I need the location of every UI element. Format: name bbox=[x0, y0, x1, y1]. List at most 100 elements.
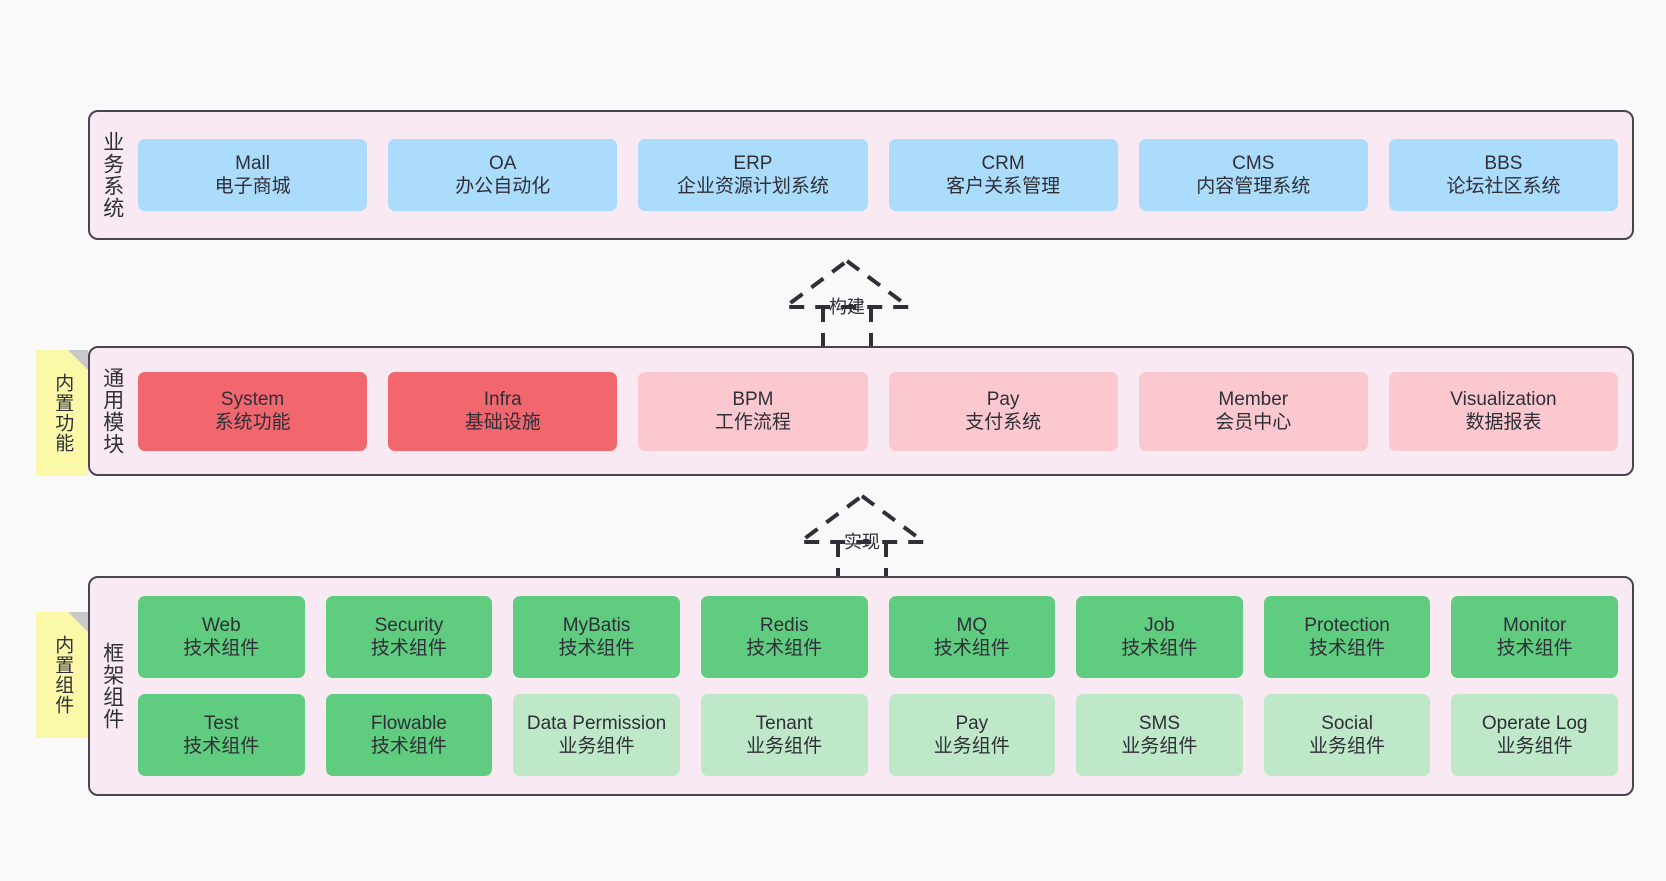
card-member[interactable]: Member 会员中心 bbox=[1138, 371, 1368, 451]
card-monitor[interactable]: Monitor 技术组件 bbox=[1451, 596, 1618, 678]
card-subtitle: 技术组件 bbox=[1309, 638, 1386, 659]
card-title: Tenant bbox=[755, 712, 813, 734]
card-bbs[interactable]: BBS 论坛社区系统 bbox=[1388, 139, 1619, 211]
layer-panel-framework: 框架组件 Web 技术组件 Security 技术组件 MyBatis 技术组件… bbox=[88, 576, 1634, 796]
layer-title-business: 业务系统 bbox=[100, 131, 124, 219]
card-title: Monitor bbox=[1503, 614, 1567, 636]
card-visualization[interactable]: Visualization 数据报表 bbox=[1388, 371, 1619, 451]
card-title: SMS bbox=[1138, 712, 1181, 734]
card-title: OA bbox=[489, 152, 517, 174]
card-title: CMS bbox=[1232, 152, 1275, 174]
card-tenant[interactable]: Tenant 业务组件 bbox=[700, 694, 868, 776]
card-subtitle: 技术组件 bbox=[370, 638, 447, 659]
card-subtitle: 办公自动化 bbox=[455, 176, 551, 197]
note-builtin-components: 内置组件 bbox=[36, 612, 88, 738]
card-subtitle: 电子商城 bbox=[214, 176, 291, 197]
card-bpm[interactable]: BPM 工作流程 bbox=[638, 371, 868, 451]
card-subtitle: 论坛社区系统 bbox=[1446, 176, 1561, 197]
card-cms[interactable]: CMS 内容管理系统 bbox=[1138, 139, 1368, 211]
card-flowable[interactable]: Flowable 技术组件 bbox=[325, 694, 493, 776]
card-subtitle: 技术组件 bbox=[1496, 638, 1573, 659]
layer-body-business: Mall 电子商城 OA 办公自动化 ERP 企业资源计划系统 CRM 客户关系… bbox=[134, 112, 1632, 238]
card-title: Infra bbox=[483, 388, 522, 410]
card-subtitle: 基础设施 bbox=[464, 412, 541, 433]
card-title: Mall bbox=[235, 152, 270, 174]
card-oa[interactable]: OA 办公自动化 bbox=[388, 139, 618, 211]
card-subtitle: 工作流程 bbox=[714, 412, 791, 433]
card-title: System bbox=[220, 388, 285, 410]
card-social[interactable]: Social 业务组件 bbox=[1263, 694, 1431, 776]
connector-build: 构建 bbox=[757, 255, 937, 357]
card-title: MyBatis bbox=[562, 614, 631, 636]
card-subtitle: 业务组件 bbox=[746, 736, 823, 757]
card-pay-business[interactable]: Pay 业务组件 bbox=[888, 694, 1056, 776]
card-mq[interactable]: MQ 技术组件 bbox=[888, 596, 1056, 678]
card-title: Social bbox=[1321, 712, 1373, 734]
card-subtitle: 内容管理系统 bbox=[1196, 176, 1311, 197]
card-redis[interactable]: Redis 技术组件 bbox=[700, 596, 868, 678]
card-system[interactable]: System 系统功能 bbox=[138, 371, 368, 451]
card-title: Test bbox=[203, 712, 239, 734]
card-erp[interactable]: ERP 企业资源计划系统 bbox=[638, 139, 868, 211]
layer-body-framework: Web 技术组件 Security 技术组件 MyBatis 技术组件 Redi… bbox=[134, 578, 1632, 794]
card-subtitle: 技术组件 bbox=[183, 736, 260, 757]
card-title: CRM bbox=[981, 152, 1025, 174]
layer-panel-business: 业务系统 Mall 电子商城 OA 办公自动化 ERP 企业资源计划系统 CRM… bbox=[88, 110, 1634, 240]
card-subtitle: 业务组件 bbox=[1309, 736, 1386, 757]
card-subtitle: 企业资源计划系统 bbox=[676, 176, 829, 197]
card-mall[interactable]: Mall 电子商城 bbox=[138, 139, 368, 211]
card-subtitle: 技术组件 bbox=[1121, 638, 1198, 659]
card-pay[interactable]: Pay 支付系统 bbox=[888, 371, 1118, 451]
card-subtitle: 客户关系管理 bbox=[946, 176, 1061, 197]
card-title: MQ bbox=[956, 614, 988, 636]
card-title: Security bbox=[374, 614, 444, 636]
card-row: System 系统功能 Infra 基础设施 BPM 工作流程 Pay 支付系统… bbox=[138, 371, 1619, 451]
card-subtitle: 业务组件 bbox=[558, 736, 635, 757]
card-title: BPM bbox=[732, 388, 774, 410]
card-title: Pay bbox=[955, 712, 989, 734]
note-text: 内置组件 bbox=[52, 635, 74, 715]
layer-title-framework: 框架组件 bbox=[100, 642, 124, 730]
card-subtitle: 技术组件 bbox=[370, 736, 447, 757]
note-builtin-features: 内置功能 bbox=[36, 350, 88, 476]
layer-title-common: 通用模块 bbox=[100, 367, 124, 455]
card-job[interactable]: Job 技术组件 bbox=[1076, 596, 1243, 678]
card-subtitle: 技术组件 bbox=[183, 638, 260, 659]
card-data-permission[interactable]: Data Permission 业务组件 bbox=[513, 694, 680, 776]
card-mybatis[interactable]: MyBatis 技术组件 bbox=[513, 596, 680, 678]
card-web[interactable]: Web 技术组件 bbox=[138, 596, 305, 678]
card-subtitle: 技术组件 bbox=[746, 638, 823, 659]
card-subtitle: 数据报表 bbox=[1465, 412, 1542, 433]
card-infra[interactable]: Infra 基础设施 bbox=[388, 371, 618, 451]
card-sms[interactable]: SMS 业务组件 bbox=[1076, 694, 1243, 776]
card-title: ERP bbox=[733, 152, 773, 174]
layer-body-common: System 系统功能 Infra 基础设施 BPM 工作流程 Pay 支付系统… bbox=[134, 348, 1632, 474]
card-title: Flowable bbox=[370, 712, 447, 734]
card-title: Data Permission bbox=[526, 712, 667, 734]
card-subtitle: 技术组件 bbox=[933, 638, 1010, 659]
card-subtitle: 系统功能 bbox=[214, 412, 291, 433]
connector-label: 构建 bbox=[829, 297, 865, 317]
card-row: Web 技术组件 Security 技术组件 MyBatis 技术组件 Redi… bbox=[138, 596, 1618, 678]
card-title: Pay bbox=[986, 388, 1020, 410]
card-subtitle: 业务组件 bbox=[1121, 736, 1198, 757]
card-crm[interactable]: CRM 客户关系管理 bbox=[888, 139, 1118, 211]
card-security[interactable]: Security 技术组件 bbox=[325, 596, 493, 678]
card-protection[interactable]: Protection 技术组件 bbox=[1263, 596, 1431, 678]
card-subtitle: 技术组件 bbox=[558, 638, 635, 659]
card-title: Visualization bbox=[1450, 388, 1557, 410]
card-subtitle: 业务组件 bbox=[1496, 736, 1573, 757]
card-row: Test 技术组件 Flowable 技术组件 Data Permission … bbox=[138, 694, 1618, 776]
card-subtitle: 业务组件 bbox=[933, 736, 1010, 757]
layer-panel-common: 通用模块 System 系统功能 Infra 基础设施 BPM 工作流程 Pay… bbox=[88, 346, 1634, 476]
card-operate-log[interactable]: Operate Log 业务组件 bbox=[1451, 694, 1618, 776]
card-title: Member bbox=[1218, 388, 1289, 410]
card-row: Mall 电子商城 OA 办公自动化 ERP 企业资源计划系统 CRM 客户关系… bbox=[138, 139, 1619, 211]
card-title: Web bbox=[201, 614, 241, 636]
card-title: Redis bbox=[759, 614, 809, 636]
note-text: 内置功能 bbox=[52, 373, 74, 453]
card-title: Operate Log bbox=[1481, 712, 1588, 734]
card-title: Protection bbox=[1304, 614, 1390, 636]
card-test[interactable]: Test 技术组件 bbox=[138, 694, 305, 776]
